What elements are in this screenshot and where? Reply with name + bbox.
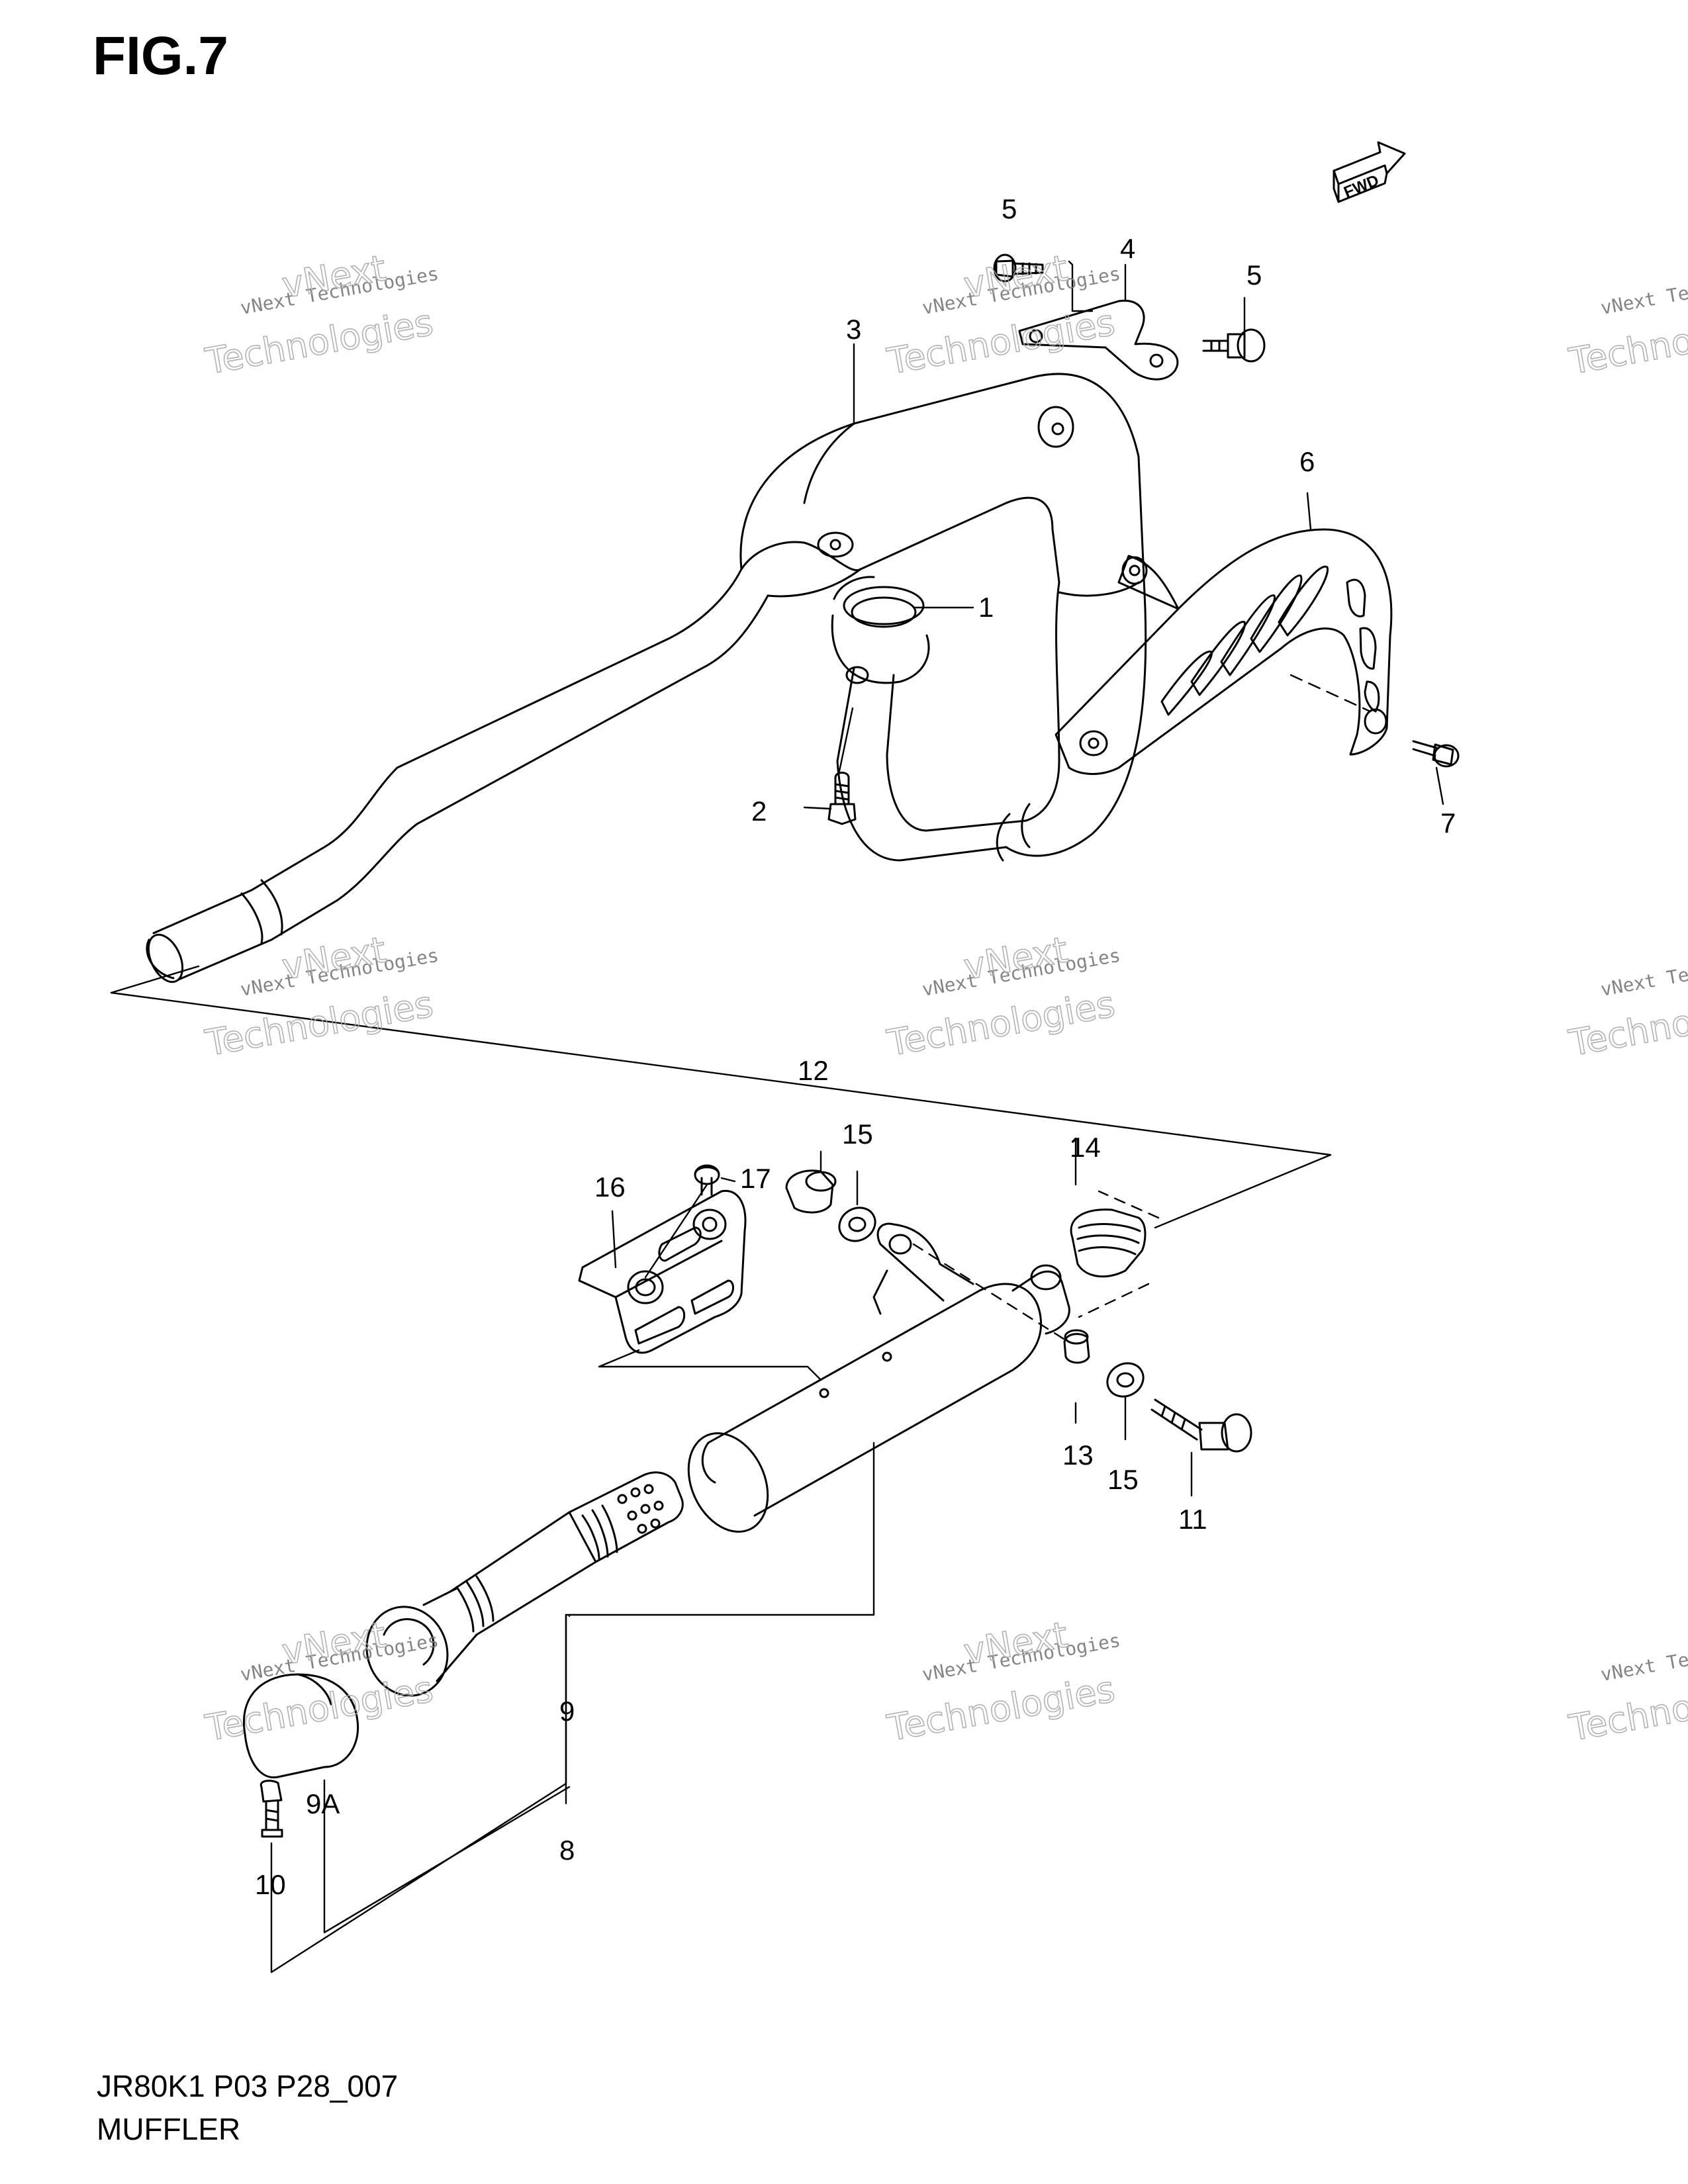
callout-14: 14 <box>1070 1132 1101 1163</box>
bolt-part-7 <box>1412 740 1460 768</box>
bolt-part-10 <box>259 1780 283 1838</box>
callout-15-lower: 15 <box>1107 1464 1139 1495</box>
screw-part-17 <box>694 1164 720 1196</box>
heat-shield-part-6 <box>1055 528 1393 775</box>
bracket-part-4 <box>1018 299 1179 381</box>
callout-3: 3 <box>846 314 861 345</box>
callout-17: 17 <box>740 1163 771 1194</box>
watermark-large-line1: vNext <box>961 247 1070 306</box>
callout-5-left: 5 <box>1002 193 1017 224</box>
leader-lines <box>110 260 1444 1974</box>
bolt-part-11 <box>1150 1398 1252 1453</box>
bolt-part-5-right <box>1202 328 1266 363</box>
watermark-large-line1: vNext <box>961 929 1070 987</box>
collar-part-13 <box>1063 1329 1090 1364</box>
callout-4: 4 <box>1120 233 1135 264</box>
watermark-small: vNext Technologies <box>1599 1629 1688 1686</box>
callout-6: 6 <box>1299 446 1315 477</box>
callout-10: 10 <box>255 1869 286 1900</box>
model-code: JR80K1 P03 P28_007 <box>97 2069 399 2103</box>
silencer-insert-part-9 <box>365 1471 684 1697</box>
callout-9: 9 <box>559 1696 575 1727</box>
callout-labels: 1 2 3 4 5 5 6 7 8 9 9A 10 11 12 13 14 15… <box>255 193 1456 1900</box>
callout-13: 13 <box>1062 1439 1094 1471</box>
watermark-large-line2: Technologies <box>884 1668 1118 1749</box>
callout-9a: 9A <box>306 1788 340 1819</box>
washer-part-15-lower <box>1106 1362 1145 1398</box>
callout-12: 12 <box>798 1055 829 1086</box>
watermark-large-line1: vNext <box>961 1614 1070 1672</box>
callout-2: 2 <box>751 796 767 827</box>
watermark-large-line2: Technologies <box>202 302 436 383</box>
watermark-large-line1: vNext <box>279 247 389 306</box>
end-cap-part-9a <box>243 1673 359 1779</box>
watermark-large-line2: Technologies <box>202 1668 436 1749</box>
grommet-part-14 <box>1070 1208 1147 1278</box>
callout-16: 16 <box>594 1171 626 1203</box>
watermark-small: vNext Technologies <box>1599 944 1688 1001</box>
bolt-part-5-left <box>993 253 1044 283</box>
watermarks: vNext Technologies vNext Technologies vN… <box>202 247 1688 1750</box>
section-name: MUFFLER <box>97 2112 241 2146</box>
muffler-body-part-8 <box>687 1222 1070 1533</box>
callout-15-upper: 15 <box>842 1118 873 1150</box>
callout-8: 8 <box>559 1835 575 1866</box>
watermark-large-line1: vNext <box>279 929 389 987</box>
watermark-large-line2: Technologies <box>202 983 436 1064</box>
watermark-large-line2: Technologies <box>884 983 1118 1064</box>
watermark-large-line1: vNext <box>279 1614 389 1672</box>
watermark-small: vNext Technologies <box>1599 263 1688 319</box>
fwd-arrow-icon <box>1333 141 1406 203</box>
bracket-part-16 <box>578 1189 747 1354</box>
washer-part-15-upper <box>838 1206 876 1242</box>
figure-title: FIG.7 <box>93 26 229 86</box>
callout-1: 1 <box>978 592 994 623</box>
exhaust-pipe-part-3 <box>146 373 1147 983</box>
callout-5-right: 5 <box>1246 259 1262 291</box>
watermark-large-line2: Technologies <box>884 302 1118 383</box>
callout-11: 11 <box>1178 1504 1207 1535</box>
bolt-part-2 <box>827 772 857 825</box>
callout-7: 7 <box>1440 807 1456 839</box>
collar-part-12 <box>785 1169 837 1214</box>
